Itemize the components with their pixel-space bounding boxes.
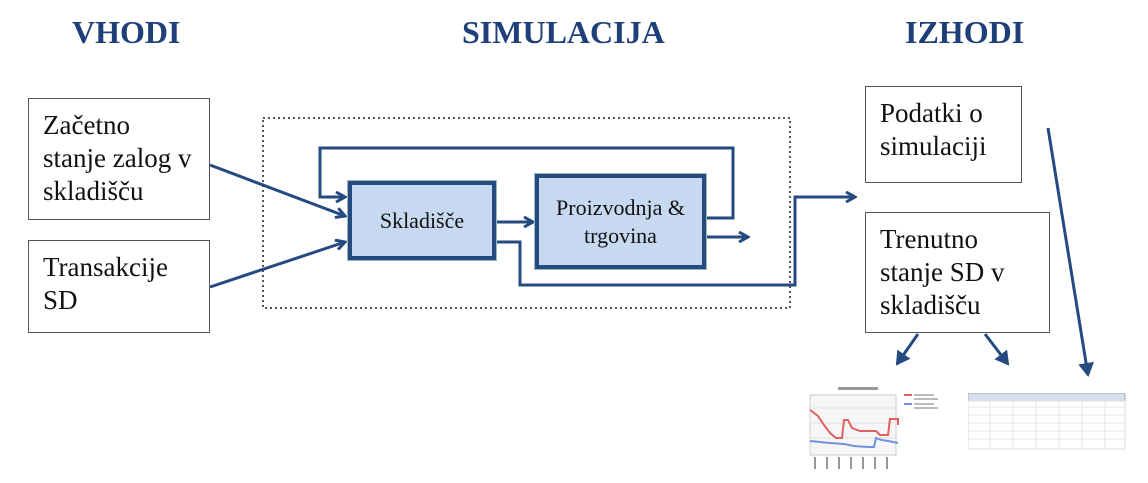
table-thumbnail <box>968 393 1126 450</box>
warehouse-block: Skladišče <box>348 181 496 260</box>
chart-thumbnail <box>809 387 938 469</box>
arrow-to-outputs <box>495 197 855 287</box>
output-current-state: Trenutno stanje SD v skladišču <box>865 212 1050 333</box>
production-label: Proizvodnja & trgovina <box>556 194 685 248</box>
production-block: Proizvodnja & trgovina <box>535 174 706 269</box>
outputs-title: IZHODI <box>905 14 1025 50</box>
output-simulation-data: Podatki o simulaciji <box>865 86 1022 183</box>
warehouse-label: Skladišče <box>379 207 465 233</box>
simulation-title: SIMULACIJA <box>462 14 665 50</box>
feedback-loop <box>318 146 735 220</box>
arrow-transactions <box>209 242 345 289</box>
arrow-state-to-table <box>983 333 1010 366</box>
input-initial-stock: Začetno stanje zalog v skladišču <box>28 98 210 220</box>
arrow-state-to-chart <box>895 333 920 366</box>
arrow-initial-stock <box>209 163 345 216</box>
input-transactions: Transakcije SD <box>28 240 210 333</box>
simulation-boundary <box>262 117 791 309</box>
arrow-data-to-table <box>1046 127 1094 377</box>
inputs-title: VHODI <box>72 14 181 50</box>
